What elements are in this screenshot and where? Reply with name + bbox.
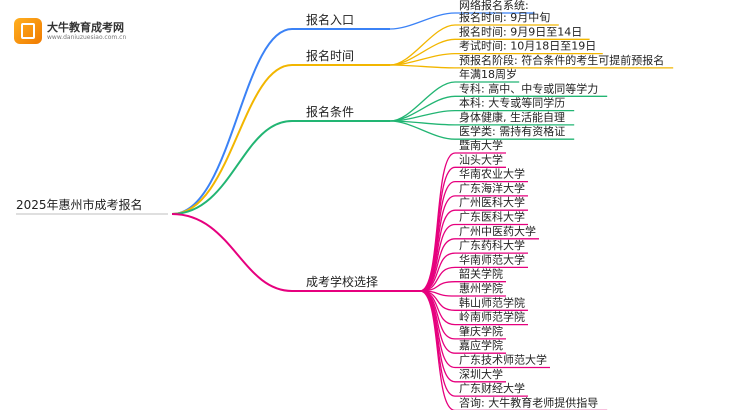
leaf-link-schools-18 <box>419 290 456 410</box>
leaf-label-schools: 惠州学院 <box>459 281 503 295</box>
leaf-label-entry: 网络报名系统: <box>459 0 529 12</box>
branch-label-time: 报名时间 <box>306 48 354 63</box>
leaf-label-schools: 广东药科大学 <box>459 238 525 252</box>
leaf-label-schools: 咨询: 大牛教育老师提供指导 <box>459 395 598 409</box>
leaf-link-time-1 <box>389 38 456 66</box>
leaf-label-schools: 华南农业大学 <box>459 167 525 181</box>
leaf-label-condition: 本科: 大专或等同学历 <box>459 96 565 110</box>
branch-link-condition <box>171 120 293 215</box>
leaf-label-schools: 肇庆学院 <box>459 324 503 338</box>
leaf-label-schools: 广州中医药大学 <box>459 224 536 238</box>
leaf-link-entry-0 <box>389 12 456 30</box>
leaf-label-schools: 广东医科大学 <box>459 210 525 224</box>
branch-link-time <box>171 64 293 215</box>
mind-map-labels: 2025年惠州市成考报名 报名入口 网络报名系统: 报名时间 报名时间: 9月中旬报名时… <box>16 0 664 409</box>
leaf-label-condition: 医学类: 需持有资格证 <box>459 124 565 138</box>
leaf-label-schools: 华南师范大学 <box>459 252 525 266</box>
leaf-link-schools-16 <box>419 290 456 383</box>
leaf-link-time-3 <box>389 64 456 69</box>
leaf-label-condition: 年满18周岁 <box>459 67 517 81</box>
leaf-label-schools: 韶关学院 <box>459 267 503 281</box>
leaf-label-time: 预报名阶段: 符合条件的考生可提前预报名 <box>459 53 664 67</box>
leaf-link-condition-1 <box>389 95 456 122</box>
leaf-label-schools: 广东财经大学 <box>459 381 525 395</box>
leaf-label-schools: 广州医科大学 <box>459 195 525 209</box>
branch-link-entry <box>171 28 293 215</box>
book-icon <box>14 18 42 44</box>
leaf-label-schools: 暨南大学 <box>459 138 503 152</box>
leaf-link-condition-4 <box>389 120 456 140</box>
leaf-label-schools: 韩山师范学院 <box>459 295 525 309</box>
leaf-label-schools: 嘉应学院 <box>459 338 503 352</box>
mind-map-links <box>16 12 674 410</box>
branch-label-condition: 报名条件 <box>306 104 354 119</box>
branch-label-entry: 报名入口 <box>306 12 354 27</box>
leaf-label-condition: 身体健康, 生活能自理 <box>459 110 565 124</box>
leaf-label-schools: 汕头大学 <box>459 152 503 166</box>
leaf-label-schools: 广东技术师范大学 <box>459 353 547 367</box>
branch-link-schools <box>171 213 293 292</box>
leaf-label-time: 报名时间: 9月中旬 <box>459 10 550 24</box>
root-label: 2025年惠州市成考报名 <box>16 197 143 212</box>
site-logo: 大牛教育成考网 www.daniuzuesiao.com.cn <box>14 16 134 46</box>
leaf-link-schools-3 <box>419 195 456 292</box>
leaf-label-schools: 深圳大学 <box>459 367 503 381</box>
leaf-label-schools: 广东海洋大学 <box>459 181 525 195</box>
logo-subtitle: www.daniuzuesiao.com.cn <box>47 34 127 41</box>
leaf-label-time: 报名时间: 9月9日至14日 <box>459 24 582 38</box>
leaf-label-schools: 岭南师范学院 <box>459 310 525 324</box>
branch-label-schools: 成考学校选择 <box>306 274 378 289</box>
logo-title: 大牛教育成考网 <box>47 21 124 34</box>
leaf-label-condition: 专科: 高中、中专或同等学力 <box>459 81 598 95</box>
leaf-label-time: 考试时间: 10月18日至19日 <box>459 40 596 53</box>
